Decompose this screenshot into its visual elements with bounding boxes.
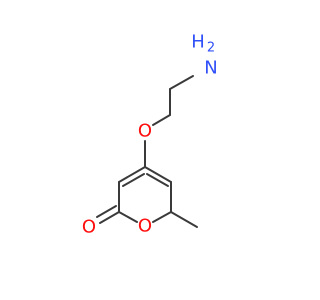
bond-n-c bbox=[169, 75, 194, 90]
amine-hydrogen-count: 2 bbox=[207, 41, 215, 56]
bond-c4-c5-double bbox=[146, 173, 169, 187]
bond-c4-c5 bbox=[144, 166, 172, 183]
bond-o1-c2 bbox=[118, 211, 138, 223]
carbonyl-oxygen-label: O bbox=[82, 217, 96, 238]
molecule-diagram: N H 2 O O O bbox=[82, 32, 218, 238]
bond-c3-c4 bbox=[118, 166, 146, 183]
ether-oxygen-label: O bbox=[138, 121, 152, 142]
ring-oxygen-label: O bbox=[138, 216, 152, 237]
bond-c3-c4-double bbox=[122, 173, 145, 187]
amine-nitrogen-label: N bbox=[204, 58, 217, 79]
bond-c2-o-carbonyl bbox=[99, 211, 120, 224]
bond-c6-o1 bbox=[152, 211, 172, 223]
bond-c6-methyl bbox=[170, 211, 198, 228]
amine-hydrogen-label: H bbox=[191, 32, 205, 53]
bond-c2-o-carbonyl-double bbox=[96, 205, 117, 218]
bond-c-o-ether bbox=[152, 114, 171, 126]
